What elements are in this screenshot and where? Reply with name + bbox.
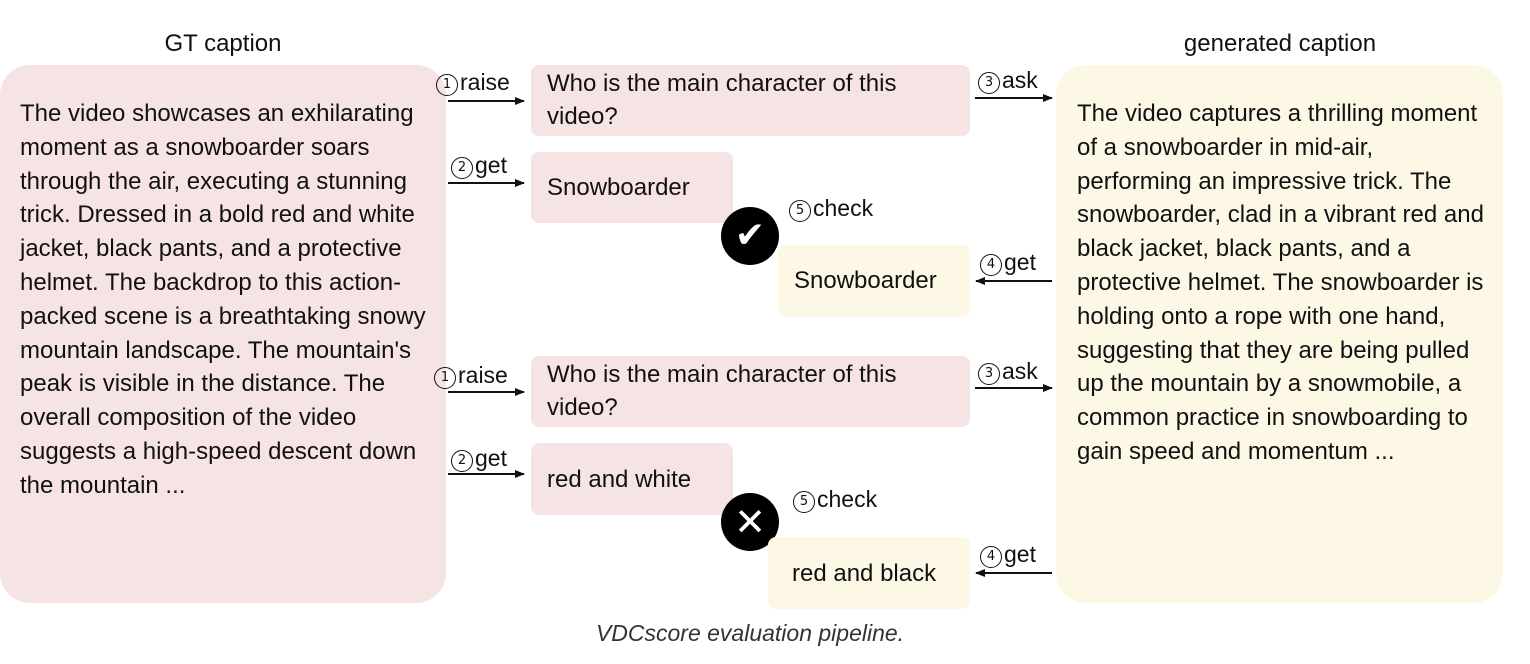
step-number-badge: 4 <box>980 254 1002 276</box>
generated-answer-box-1: Snowboarder <box>778 245 970 317</box>
gt-caption-heading: GT caption <box>164 30 282 57</box>
figure-caption: VDCscore evaluation pipeline. <box>595 620 905 646</box>
gt-caption-card: The video showcases an exhilarating mome… <box>0 65 446 603</box>
step-label: ask <box>1002 67 1038 93</box>
question-box-2: Who is the main character of this video? <box>531 356 970 427</box>
step-label: check <box>813 195 874 221</box>
step-label: ask <box>1002 358 1038 384</box>
step-label: get <box>475 152 507 178</box>
gt-caption-text: The video showcases an exhilarating mome… <box>20 100 426 499</box>
generated-answer-text: Snowboarder <box>794 267 937 294</box>
step-number-badge: 2 <box>451 157 473 179</box>
generated-caption-card: The video captures a thrilling moment of… <box>1056 65 1503 603</box>
generated-caption-heading: generated caption <box>1183 30 1377 57</box>
gt-answer-text: red and white <box>547 466 692 493</box>
step-label: raise <box>460 69 510 95</box>
step-label: get <box>1004 541 1036 567</box>
cross-icon: ✕ <box>721 493 779 551</box>
step-number-badge: 5 <box>789 200 811 222</box>
step-label: get <box>1004 249 1036 275</box>
step-number-badge: 1 <box>436 74 458 96</box>
step-number-badge: 3 <box>978 72 1000 94</box>
step-number-badge: 5 <box>793 491 815 513</box>
step-label: check <box>817 486 878 512</box>
question-box-1: Who is the main character of this video? <box>531 65 970 136</box>
question-text: Who is the main character of this video? <box>547 361 897 421</box>
step-number-badge: 4 <box>980 546 1002 568</box>
check-icon: ✔ <box>721 207 779 265</box>
step-number-badge: 2 <box>451 450 473 472</box>
generated-answer-text: red and black <box>792 560 937 587</box>
gt-answer-text: Snowboarder <box>547 174 690 201</box>
step-label: raise <box>458 362 508 388</box>
generated-answer-box-2: red and black <box>768 537 970 609</box>
step-number-badge: 1 <box>434 367 456 389</box>
question-text: Who is the main character of this video? <box>547 70 897 130</box>
step-number-badge: 3 <box>978 363 1000 385</box>
gt-answer-box-1: Snowboarder <box>531 152 733 223</box>
generated-caption-text: The video captures a thrilling moment of… <box>1077 100 1484 465</box>
step-label: get <box>475 445 507 471</box>
gt-answer-box-2: red and white <box>531 443 733 515</box>
